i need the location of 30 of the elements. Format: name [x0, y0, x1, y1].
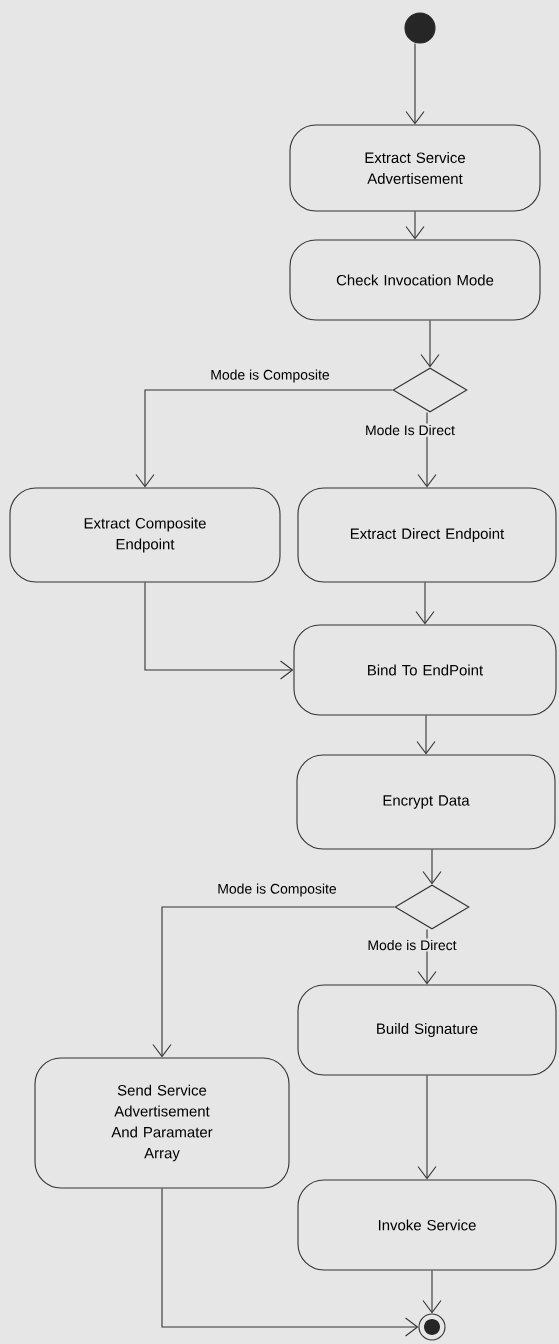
- arrow: [415, 582, 435, 625]
- edge-label: Mode Is Direct: [363, 423, 457, 437]
- activity-box: Extract Composite Endpoint: [9, 487, 281, 583]
- activity-box: Invoke Service: [297, 1179, 557, 1271]
- decision-diamond: [394, 884, 470, 930]
- end-bullseye: [418, 1313, 446, 1341]
- activity-box: Extract Direct Endpoint: [297, 487, 557, 583]
- activity-box: Extract Service Advertisement: [289, 124, 541, 212]
- start-dot: [404, 12, 436, 44]
- arrow: [405, 43, 425, 125]
- activity-box: Build Signature: [297, 984, 557, 1076]
- arrow: [144, 582, 294, 680]
- edge-label: Mode is Direct: [365, 938, 459, 952]
- arrow: [152, 906, 395, 1058]
- activity-box: Bind To EndPoint: [293, 624, 557, 716]
- arrow: [416, 715, 436, 755]
- arrow: [405, 211, 425, 240]
- activity-box: Send Service Advertisement And Paramater Array: [34, 1057, 290, 1189]
- arrow: [420, 320, 440, 368]
- arrow: [422, 1270, 442, 1314]
- arrow: [161, 1188, 419, 1337]
- activity-box: Encrypt Data: [296, 754, 556, 850]
- arrow: [135, 389, 393, 488]
- arrow: [417, 412, 437, 488]
- decision-diamond: [392, 367, 468, 413]
- activity-box: Check Invocation Mode: [289, 239, 541, 321]
- edge-label: Mode is Composite: [208, 368, 332, 384]
- edge-label: Mode is Composite: [215, 882, 339, 898]
- arrow: [417, 1075, 437, 1180]
- arrow: [422, 849, 442, 885]
